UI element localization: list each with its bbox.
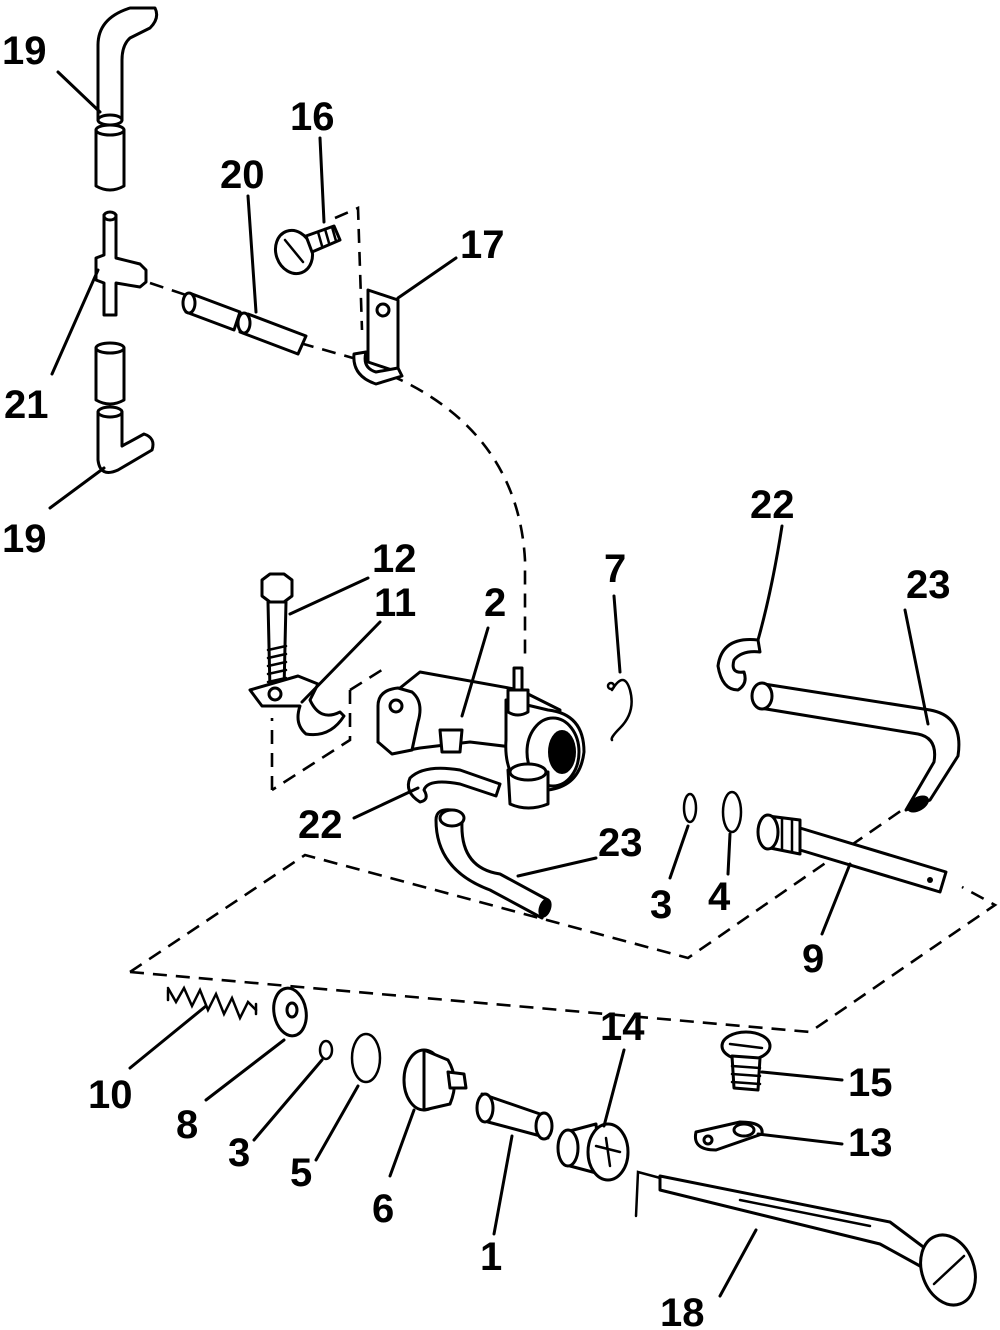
callout-3-lower: 3 xyxy=(228,1131,250,1175)
callout-17: 17 xyxy=(460,223,505,267)
part-10-spring xyxy=(166,985,258,1022)
part-9-shaft xyxy=(756,813,948,894)
part-6-cam xyxy=(402,1048,468,1112)
part-3-5-rings xyxy=(318,1032,382,1084)
callout-20: 20 xyxy=(220,153,265,197)
part-16-screw xyxy=(273,224,342,276)
callout-3-upper: 3 xyxy=(650,883,672,927)
part-2-housing xyxy=(376,666,586,810)
part-15-screw xyxy=(720,1030,772,1092)
callout-14: 14 xyxy=(600,1005,645,1049)
callout-19-top: 19 xyxy=(2,29,47,73)
part-14-plug xyxy=(556,1122,630,1182)
part-18-lever xyxy=(634,1170,977,1307)
part-20-hose-segments xyxy=(181,291,308,356)
callout-4: 4 xyxy=(708,875,731,919)
part-19-upper-hose xyxy=(94,6,159,192)
callout-9: 9 xyxy=(802,937,824,981)
callout-8: 8 xyxy=(176,1103,198,1147)
part-17-clip xyxy=(352,288,404,386)
part-8-washer xyxy=(272,986,308,1038)
callout-18: 18 xyxy=(660,1291,705,1330)
part-19-lower-hose xyxy=(94,341,155,474)
callout-10: 10 xyxy=(88,1073,133,1117)
part-11-bracket xyxy=(248,674,346,737)
part-12-bolt xyxy=(260,572,294,692)
callout-11: 11 xyxy=(374,581,416,625)
assembly-dashed-lines xyxy=(129,206,998,1034)
callout-23-lower: 23 xyxy=(598,821,643,865)
callout-22-lower: 22 xyxy=(298,803,343,847)
callout-19-bottom: 19 xyxy=(2,517,47,561)
part-13-plate xyxy=(693,1120,764,1152)
leader-lines xyxy=(48,70,930,1298)
callout-15: 15 xyxy=(848,1061,893,1105)
callout-7: 7 xyxy=(604,547,626,591)
callout-12: 12 xyxy=(372,537,417,581)
part-3-4-o-rings xyxy=(682,790,743,834)
callout-1: 1 xyxy=(480,1235,502,1279)
callout-2: 2 xyxy=(484,581,506,625)
part-22-upper-clamp xyxy=(716,638,762,692)
callout-13: 13 xyxy=(848,1121,893,1165)
part-22-lower-clamp xyxy=(406,766,502,804)
part-7-snap-ring xyxy=(606,678,633,742)
part-23-lower-hose xyxy=(434,808,552,920)
callout-5: 5 xyxy=(290,1151,312,1195)
callout-22-upper: 22 xyxy=(750,483,795,527)
callout-labels: 19 16 20 17 21 19 22 23 12 11 2 7 22 23 … xyxy=(2,29,951,1330)
callout-21: 21 xyxy=(4,383,49,427)
callout-16: 16 xyxy=(290,95,335,139)
part-23-upper-hose xyxy=(750,681,961,813)
part-1-pin xyxy=(475,1092,554,1141)
part-21-tee-fitting xyxy=(94,210,148,317)
callout-6: 6 xyxy=(372,1187,394,1231)
callout-23-upper: 23 xyxy=(906,563,951,607)
